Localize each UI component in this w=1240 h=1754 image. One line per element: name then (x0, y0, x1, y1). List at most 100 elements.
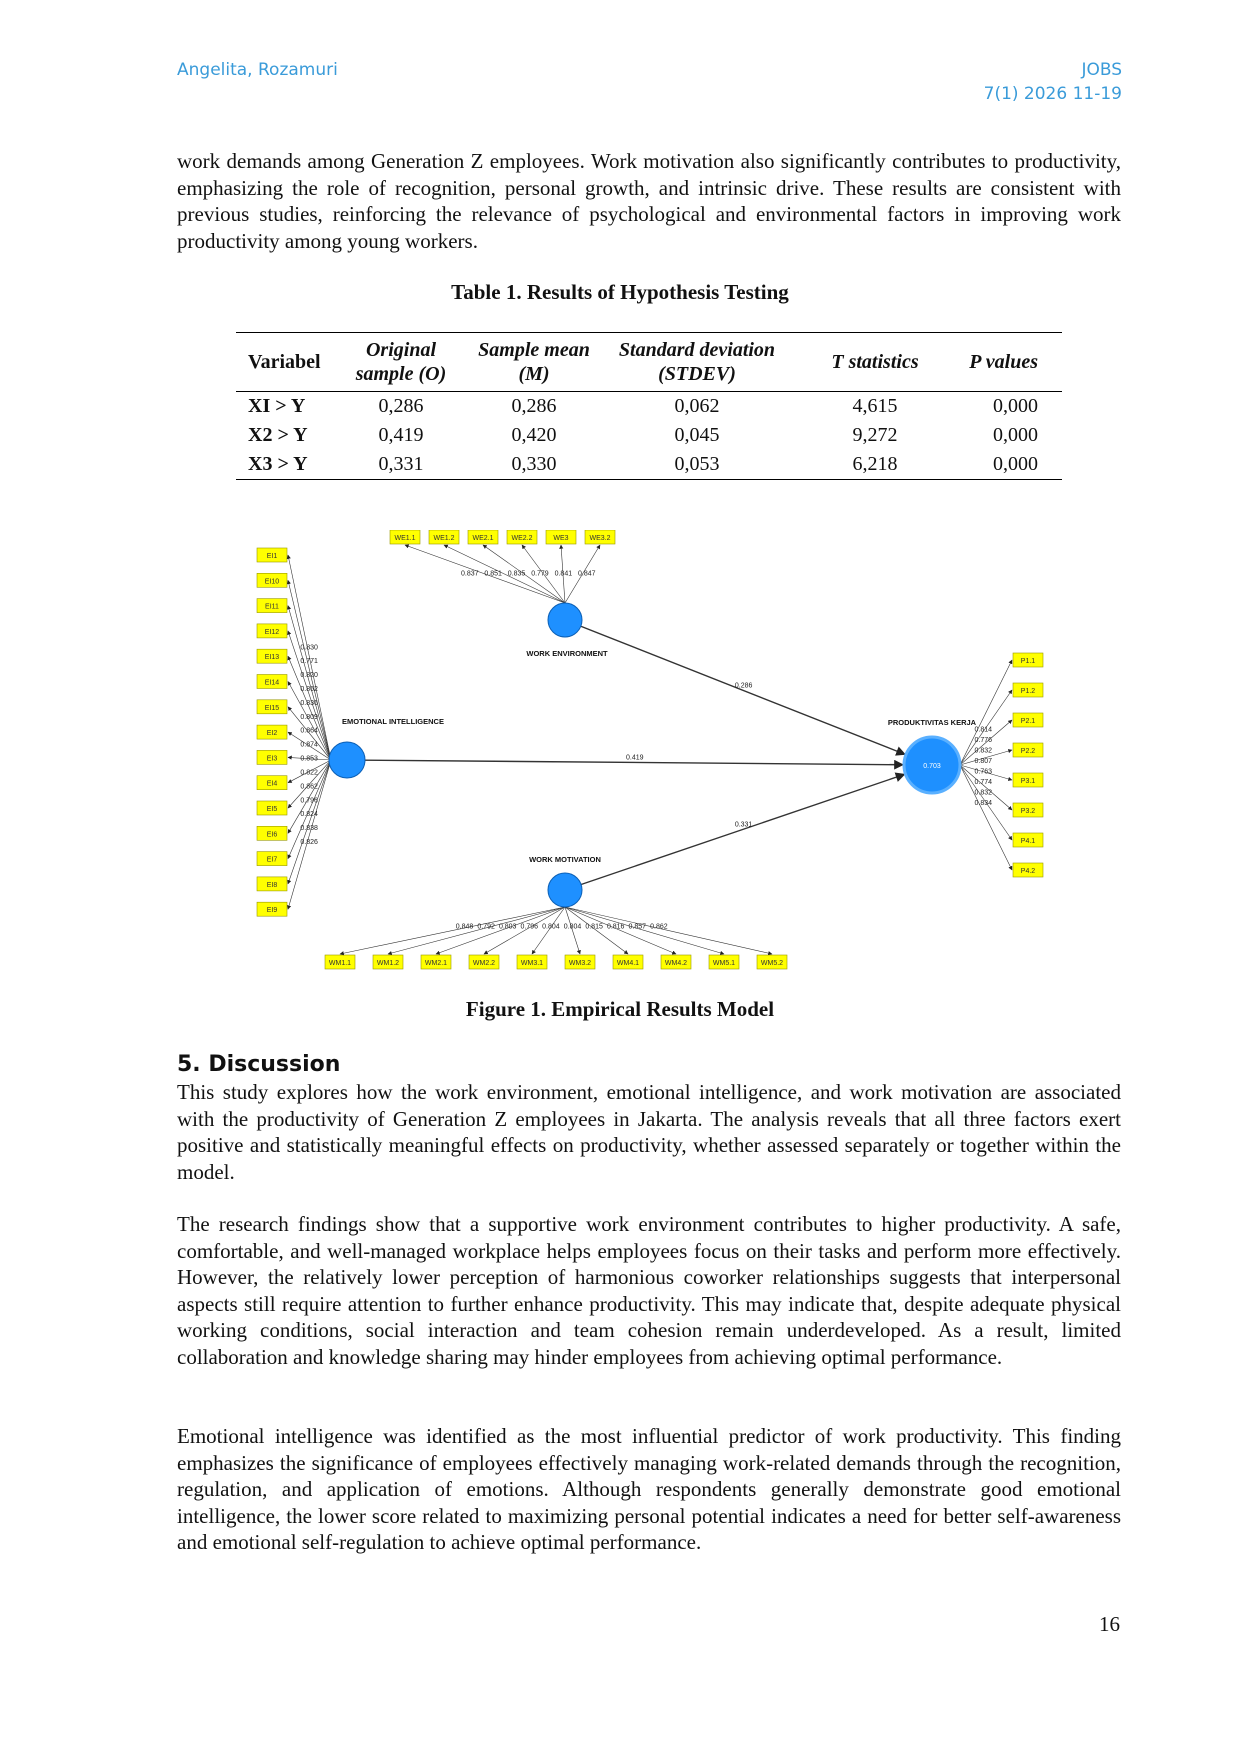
indicator-ei-1-label: EI1 (267, 553, 278, 560)
col-header-variabel: Variabel (248, 351, 321, 373)
indicator-wm-9-label: WM5.1 (713, 960, 735, 967)
loading-line-ei-3 (286, 605, 332, 761)
loading-value-we-1: 0.837 (461, 571, 479, 578)
loading-value-wm-2: 0.792 (477, 924, 495, 931)
loading-value-wm-7: 0.815 (585, 924, 603, 931)
indicator-ei-12-label: EI6 (267, 831, 278, 838)
running-header-authors: Angelita, Rozamuri (177, 60, 338, 80)
construct-label-ei: EMOTIONAL INTELLIGENCE (342, 717, 444, 726)
table-cell: 0,286 (511, 395, 557, 417)
table-cell: 0,330 (511, 453, 557, 475)
indicator-we-1 (389, 530, 421, 545)
indicator-we-1-label: WE1.1 (394, 535, 415, 542)
indicator-wm-10-label: WM5.2 (761, 960, 783, 967)
loading-line-ei-12 (287, 759, 332, 834)
loading-line-pk-2 (959, 689, 1013, 766)
table-row: XI > Y 0,286 0,286 0,062 4,615 0,000 (236, 392, 1062, 422)
loading-value-ei-6: 0.809 (300, 714, 318, 721)
loading-line-pk-5 (959, 764, 1013, 781)
loading-value-pk-1: 0.814 (975, 726, 993, 733)
indicator-ei-10-label: EI4 (267, 781, 278, 788)
loading-value-ei-3: 0.820 (300, 672, 318, 679)
indicator-we-5-label: WE3 (553, 535, 568, 542)
path-we-pk-line (580, 625, 906, 756)
loading-value-pk-2: 0.776 (975, 737, 993, 744)
journal-issue: 7(1) 2026 11-19 (983, 84, 1122, 104)
table-cell: 6,218 (852, 453, 898, 475)
loading-line-ei-5 (287, 655, 332, 761)
loading-value-ei-11: 0.862 (300, 783, 318, 790)
hypothesis-table: Variabel Original sample (O) Sample mean… (236, 332, 1062, 480)
path-ei-pk-line (364, 759, 904, 770)
loading-value-ei-8: 0.874 (300, 742, 318, 749)
indicator-pk-5 (1012, 772, 1044, 788)
indicator-pk-4-label: P2.2 (1021, 748, 1036, 755)
col-header-stdev: Standard deviation (STDEV) (618, 339, 776, 385)
indicator-ei-10 (256, 775, 288, 790)
table-cell: 0,000 (993, 424, 1038, 446)
indicator-ei-5-label: EI13 (265, 654, 280, 661)
construct-label-wm: WORK MOTIVATION (529, 855, 601, 864)
indicator-ei-8 (256, 724, 288, 740)
indicator-pk-1 (1012, 652, 1044, 668)
table-cell: X2 > Y (248, 424, 308, 446)
figure-caption: Figure 1. Empirical Results Model (465, 997, 775, 1021)
indicator-wm-3 (420, 954, 452, 970)
journal-name: JOBS (1081, 60, 1122, 80)
indicator-we-2-label: WE1.2 (433, 535, 454, 542)
indicator-wm-9 (708, 954, 740, 970)
loading-line-wm-7 (564, 906, 629, 955)
indicator-wm-5-label: WM3.1 (521, 960, 543, 967)
loading-value-ei-15: 0.826 (300, 839, 318, 846)
loading-line-wm-5 (531, 906, 566, 955)
indicator-pk-8-label: P4.2 (1021, 868, 1036, 875)
indicator-ei-11-label: EI5 (267, 806, 278, 813)
indicator-ei-14 (256, 876, 288, 892)
loading-line-pk-1 (959, 659, 1013, 766)
loading-value-ei-10: 0.822 (300, 769, 318, 776)
col-header-original-sample: Original sample (O) (355, 339, 447, 385)
indicator-wm-5 (516, 954, 548, 970)
table-cell: 0,045 (674, 424, 720, 446)
loading-value-ei-7: 0.864 (300, 728, 318, 735)
indicator-ei-4-label: EI12 (265, 629, 280, 636)
loading-line-pk-3 (959, 719, 1013, 766)
loading-line-ei-1 (286, 554, 332, 761)
loading-line-ei-14 (287, 759, 332, 885)
loading-line-pk-8 (959, 764, 1013, 871)
loading-line-wm-1 (339, 906, 566, 956)
indicator-pk-5-label: P3.1 (1021, 778, 1036, 785)
table-cell: 0,053 (674, 453, 720, 475)
section-heading-discussion: 5. Discussion (177, 1052, 341, 1077)
discussion-paragraph-3: Emotional intelligence was identified as… (177, 1423, 1121, 1556)
indicator-wm-4-label: WM2.2 (473, 960, 495, 967)
r-squared-value: 0.703 (923, 763, 941, 770)
loading-line-wm-6 (564, 906, 581, 955)
indicator-ei-12 (256, 825, 288, 841)
loading-line-wm-9 (564, 906, 725, 955)
indicator-pk-3-label: P2.1 (1021, 718, 1036, 725)
indicator-ei-6 (256, 674, 288, 689)
loading-line-pk-6 (959, 764, 1013, 811)
path-ei-pk-coefficient: 0.419 (626, 754, 644, 761)
indicator-wm-1-label: WM1.1 (329, 960, 351, 967)
indicator-pk-7-label: P4.1 (1021, 838, 1036, 845)
indicator-ei-4 (256, 623, 288, 639)
table-row: X2 > Y 0,419 0,420 0,045 9,272 0,000 (236, 421, 1062, 450)
col-header-sample-mean: Sample mean (M) (478, 339, 590, 385)
loading-value-pk-7: 0.832 (975, 789, 993, 796)
table-cell: 0,062 (674, 395, 720, 417)
loading-line-we-1 (404, 544, 566, 604)
indicator-we-4-label: WE2.2 (511, 535, 532, 542)
loading-value-wm-6: 0.804 (564, 924, 582, 931)
indicator-ei-2-label: EI10 (265, 578, 280, 585)
construct-emotional-intelligence (328, 741, 366, 779)
loading-value-wm-3: 0.803 (499, 924, 517, 931)
paragraph-text: The research findings show that a suppor… (177, 1212, 1121, 1369)
indicator-ei-7-label: EI15 (265, 705, 280, 712)
running-header-journal: JOBS 7(1) 2026 11-19 (984, 58, 1122, 106)
loading-line-wm-3 (435, 906, 566, 955)
construct-work-motivation (547, 872, 583, 908)
loading-value-pk-3: 0.832 (975, 747, 993, 754)
loading-value-ei-12: 0.796 (300, 797, 318, 804)
